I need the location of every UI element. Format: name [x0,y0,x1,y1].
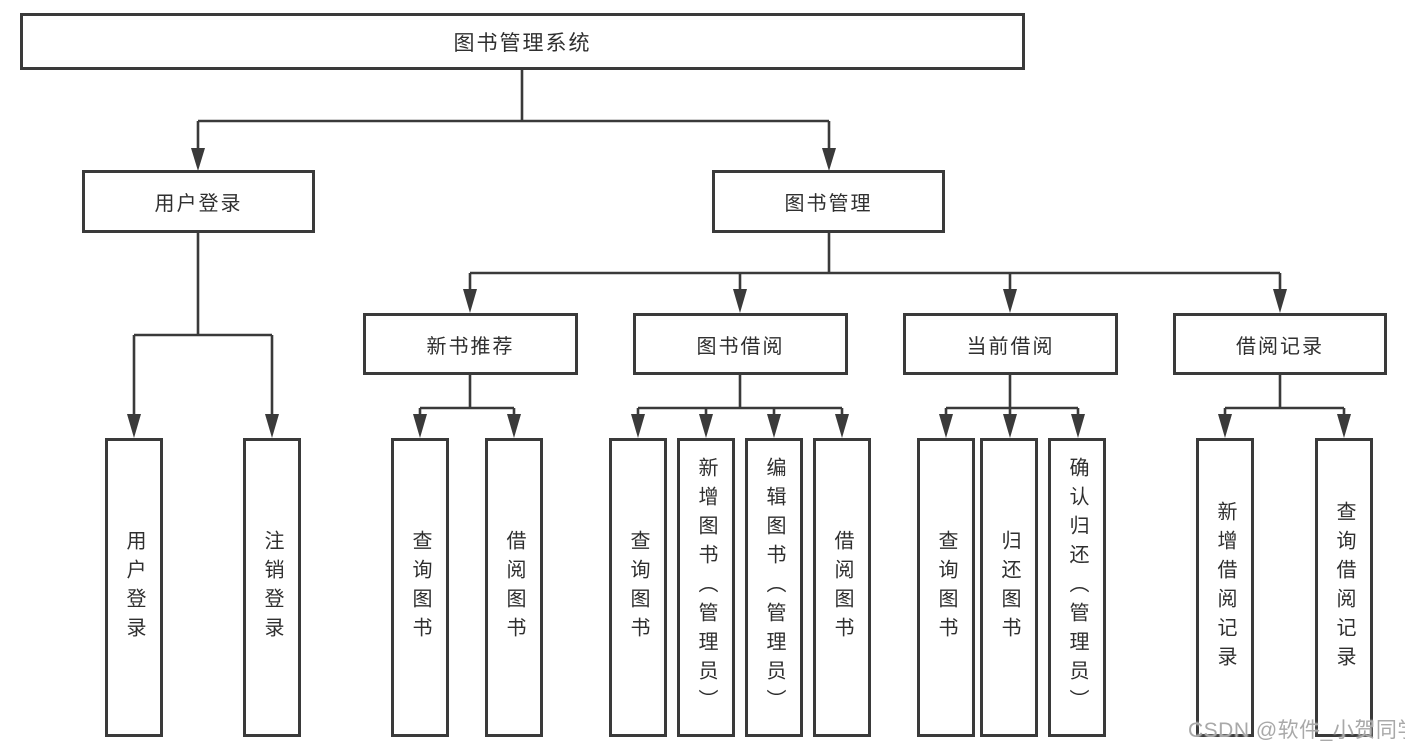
leaf-query-books-current-label: 查询图书 [935,529,957,646]
leaf-logout: 注销登录 [243,438,301,737]
node-user-login: 用户登录 [82,170,315,233]
leaf-borrow-books-recommend-label: 借阅图书 [503,529,525,646]
node-book-borrowing: 图书借阅 [633,313,848,375]
leaf-user-login-label: 用户登录 [123,529,145,646]
leaf-add-borrow-record: 新增借阅记录 [1196,438,1254,737]
leaf-query-borrow-record-label: 查询借阅记录 [1333,500,1355,675]
leaf-confirm-return-admin-label: 确认归还（管理员） [1066,457,1088,718]
leaf-query-books-recommend: 查询图书 [391,438,449,737]
leaf-add-borrow-record-label: 新增借阅记录 [1214,500,1236,675]
node-current-borrowing: 当前借阅 [903,313,1118,375]
leaf-add-books-admin-label: 新增图书（管理员） [695,457,717,718]
leaf-edit-books-admin-label: 编辑图书（管理员） [763,457,785,718]
leaf-borrow-books-borrowing-label: 借阅图书 [831,529,853,646]
leaf-query-borrow-record: 查询借阅记录 [1315,438,1373,737]
leaf-edit-books-admin: 编辑图书（管理员） [745,438,803,737]
leaf-query-books-recommend-label: 查询图书 [409,529,431,646]
leaf-borrow-books-borrowing: 借阅图书 [813,438,871,737]
node-book-management: 图书管理 [712,170,945,233]
leaf-query-books-current: 查询图书 [917,438,975,737]
leaf-borrow-books-recommend: 借阅图书 [485,438,543,737]
leaf-return-books: 归还图书 [980,438,1038,737]
leaf-add-books-admin: 新增图书（管理员） [677,438,735,737]
leaf-query-books-borrowing: 查询图书 [609,438,667,737]
leaf-user-login: 用户登录 [105,438,163,737]
leaf-query-books-borrowing-label: 查询图书 [627,529,649,646]
leaf-logout-label: 注销登录 [261,529,283,646]
leaf-return-books-label: 归还图书 [998,529,1020,646]
node-borrow-records: 借阅记录 [1173,313,1387,375]
csdn-watermark: CSDN @软件_小贺同学 [1188,719,1405,742]
leaf-confirm-return-admin: 确认归还（管理员） [1048,438,1106,737]
node-new-book-recommend: 新书推荐 [363,313,578,375]
node-library-management-system: 图书管理系统 [20,13,1025,70]
